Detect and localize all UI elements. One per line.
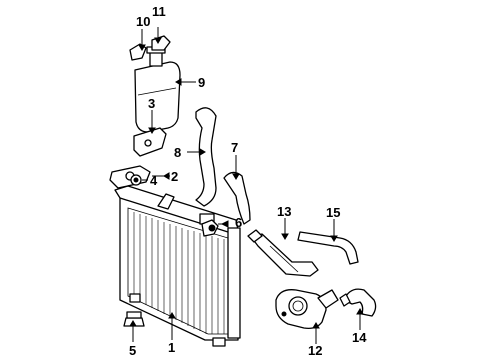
water-inlet-housing — [275, 289, 339, 330]
callout-labels: 1 2 3 4 5 6 7 8 9 10 11 12 13 14 15 — [129, 4, 367, 358]
callout-3: 3 — [148, 96, 155, 111]
water-hose-14 — [339, 288, 377, 317]
callout-4: 4 — [150, 173, 158, 188]
callout-11: 11 — [152, 4, 166, 19]
reservoir-tank — [133, 46, 181, 157]
callout-5: 5 — [129, 343, 136, 358]
upper-hose — [195, 107, 217, 207]
callout-13: 13 — [277, 204, 291, 219]
upper-support — [109, 165, 151, 189]
bypass-pipe — [247, 229, 319, 277]
callout-8: 8 — [174, 145, 181, 160]
callout-2: 2 — [171, 169, 178, 184]
callout-9: 9 — [198, 75, 205, 90]
callout-15: 15 — [326, 205, 340, 220]
callout-1: 1 — [168, 340, 175, 355]
callout-12: 12 — [308, 343, 322, 358]
drain-cock — [201, 219, 219, 237]
lower-hose — [223, 171, 251, 225]
callout-10: 10 — [136, 14, 150, 29]
callout-6: 6 — [235, 215, 242, 230]
callout-7: 7 — [231, 140, 238, 155]
water-hose-15 — [297, 231, 359, 265]
leader-lines — [132, 27, 361, 344]
arrowheads — [129, 37, 364, 329]
callout-14: 14 — [352, 330, 367, 345]
bushing-4 — [130, 174, 142, 186]
